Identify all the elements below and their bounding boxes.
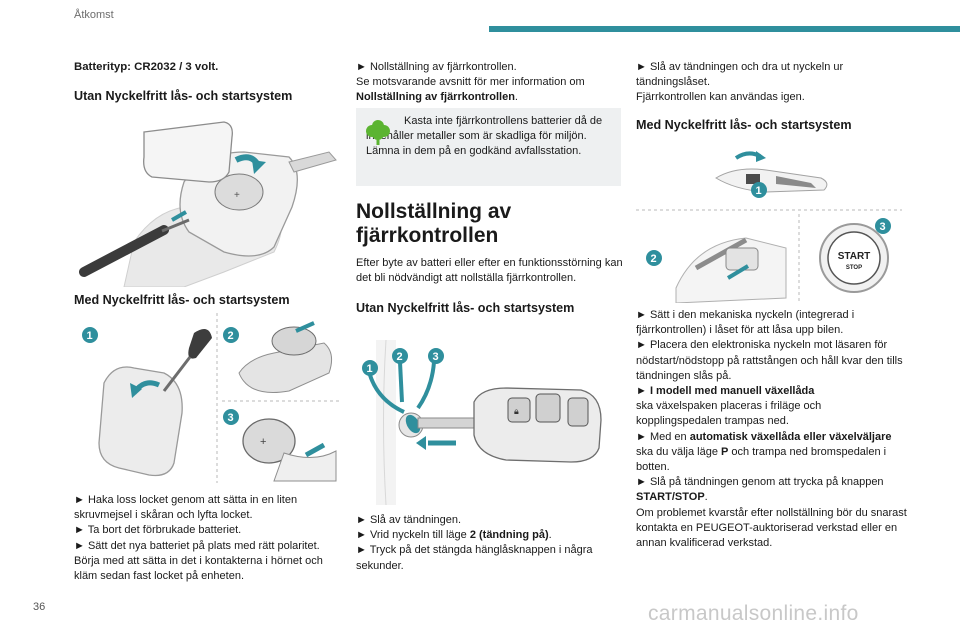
step-insert-mechanical-key: ► Sätt i den mekaniska nyckeln (integrer…: [636, 309, 855, 337]
notice-text: Kasta inte fjärrkontrollens batterier då…: [366, 115, 603, 158]
heading-without-keyless: Utan Nyckelfritt lås- och startsystem: [74, 89, 293, 104]
stop-label: STOP: [846, 265, 862, 271]
step-ignition-off-remove-key: ► Slå av tändningen och dra ut nyckeln u…: [636, 61, 844, 89]
badge-1: 1: [367, 363, 373, 375]
page-number: 36: [33, 601, 46, 613]
reset-reference: Se motsvarande avsnitt för mer informati…: [356, 76, 585, 104]
badge-3: 3: [880, 221, 886, 233]
step-manual-gearbox: ska växelspaken placeras i friläge och k…: [636, 400, 822, 428]
reset-section: Nollställning av fjärrkontrollen Efter b…: [356, 200, 624, 316]
eco-tree-icon: [366, 120, 390, 145]
environment-notice: Kasta inte fjärrkontrollens batterier då…: [356, 108, 621, 186]
step-manual-gearbox-title: ► I modell med manuell växellåda: [636, 385, 815, 398]
badge-2: 2: [397, 351, 403, 363]
contact-workshop: Om problemet kvarstår efter nollställnin…: [636, 506, 907, 550]
svg-text:+: +: [260, 436, 266, 448]
heading-with-keyless-col1: Med Nyckelfritt lås- och startsystem: [74, 293, 290, 307]
illustration-key-cover-removal: +: [74, 112, 340, 287]
column-1: Batterityp: CR2032 / 3 volt. Utan Nyckel…: [74, 60, 342, 104]
step-remove-battery: ► Ta bort det förbrukade batteriet.: [74, 524, 242, 537]
svg-text:+: +: [234, 190, 240, 201]
col3-steps: ► Sätt i den mekaniska nyckeln (integrer…: [636, 308, 908, 551]
step-unhook-cover: ► Haka loss locket genom att sätta in en…: [74, 494, 298, 522]
col1-steps: ► Haka loss locket genom att sätta in en…: [74, 493, 344, 584]
badge-3: 3: [228, 412, 234, 424]
badge-1: 1: [756, 185, 762, 197]
start-label: START: [838, 251, 871, 262]
column-2: ► Nollställning av fjärrkontrollen. Se m…: [356, 60, 624, 106]
badge-2: 2: [651, 253, 657, 265]
badge-2: 2: [228, 330, 234, 342]
step-press-start-stop: ► Slå på tändningen genom att trycka på …: [636, 476, 884, 504]
step-turn-key: ► Vrid nyckeln till läge 2 (tändning på)…: [356, 529, 552, 542]
heading-with-keyless-col3: Med Nyckelfritt lås- och startsystem: [636, 117, 852, 132]
step-press-lock: ► Tryck på det stängda hänglåsknappen i …: [356, 544, 593, 572]
heading-without-keyless-col2: Utan Nyckelfritt lås- och startsystem: [356, 301, 575, 316]
battery-type: Batterityp: CR2032 / 3 volt.: [74, 61, 219, 73]
remote-usable: Fjärrkontrollen kan användas igen.: [636, 91, 805, 104]
badge-1: 1: [87, 330, 93, 342]
col2-steps: ► Slå av tändningen. ► Vrid nyckeln till…: [356, 513, 626, 574]
watermark: carmanualsonline.info: [648, 602, 859, 625]
reset-step: ► Nollställning av fjärrkontrollen.: [356, 61, 517, 73]
reset-intro: Efter byte av batteri eller efter en fun…: [356, 257, 623, 285]
step-place-electronic-key: ► Placera den elektroniska nyckeln mot l…: [636, 339, 903, 382]
badge-3: 3: [433, 351, 439, 363]
step-ignition-off: ► Slå av tändningen.: [356, 514, 462, 526]
illustration-battery-replacement-steps: + 1 2 3: [74, 313, 340, 483]
svg-text:🔒︎: 🔒︎: [514, 406, 519, 416]
step-automatic-gearbox: ► Med en automatisk växellåda eller växe…: [636, 430, 892, 474]
header-accent-bar: [489, 26, 960, 32]
section-title-reset: Nollställning av fjärrkontrollen: [356, 200, 512, 247]
step-insert-battery: ► Sätt det nya batteriet på plats med rä…: [74, 539, 323, 583]
illustration-keyless-reset: START STOP 1 2 3: [636, 148, 902, 303]
header-section-title: Åtkomst: [74, 9, 114, 21]
column-3: ► Slå av tändningen och dra ut nyckeln u…: [636, 60, 904, 133]
illustration-ignition-key-reset: 🔒︎ 1 2 3: [356, 340, 620, 505]
